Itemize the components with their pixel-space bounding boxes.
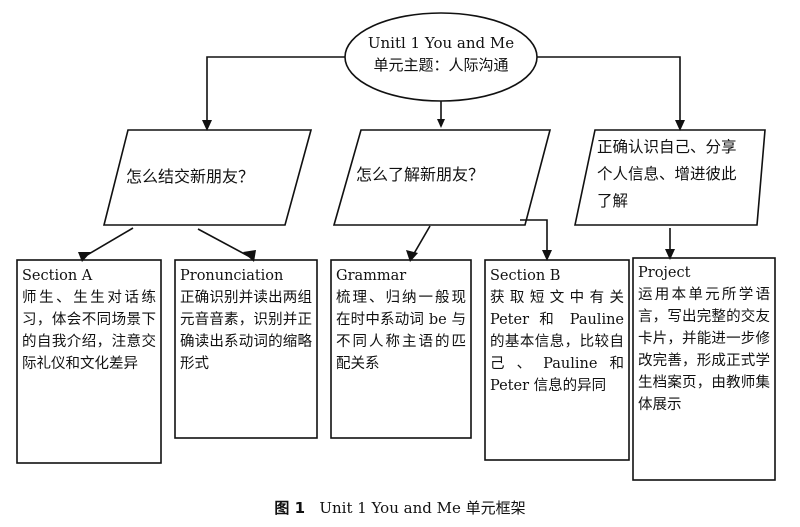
connector-q1-sectionA <box>81 227 134 259</box>
question-shape-1 <box>102 129 313 226</box>
connector-q2-sectionB <box>520 219 548 258</box>
caption-label: 图 1 <box>274 499 306 517</box>
connector-root-right <box>537 56 681 128</box>
connector-q2-grammar <box>411 225 431 258</box>
section-box-pronunciation <box>174 259 318 439</box>
section-b-title: Section B <box>490 268 561 284</box>
root-node: Unitl 1 You and Me 单元主题：人际沟通 <box>345 32 537 76</box>
root-title: Unitl 1 You and Me <box>367 34 515 52</box>
section-box-grammar <box>330 259 472 439</box>
section-pronunciation-body: 正确识别并读出两组元音音素，识别并正确读出系动词的缩略形式 <box>180 290 312 372</box>
section-a: Section A 师生、生生对话练习，体会不同场景下的自我介绍，注意交际礼仪和… <box>22 265 156 375</box>
section-project-body: 运用本单元所学语言，写出完整的交友卡片，并能进一步修改完善，形成正式学生档案页，… <box>638 287 770 413</box>
connector-q1-pronunciation <box>197 228 253 259</box>
arrowhead-sectionA <box>78 252 91 262</box>
question-2: 怎么了解新朋友？ <box>356 165 485 184</box>
question-shape-2 <box>332 129 552 226</box>
arrowhead-left <box>202 120 212 131</box>
section-pronunciation: Pronunciation 正确识别并读出两组元音音素，识别并正确读出系动词的缩… <box>180 265 312 375</box>
section-b: Section B 获取短文中有关 Peter 和 Pauline 的基本信息，… <box>490 265 624 397</box>
section-box-a <box>16 259 162 464</box>
caption-text: Unit 1 You and Me 单元框架 <box>319 499 526 517</box>
arrowhead-grammar <box>406 250 418 262</box>
section-b-body: 获取短文中有关 Peter 和 Pauline 的基本信息，比较自己、Pauli… <box>490 290 624 394</box>
section-grammar-body: 梳理、归纳一般现在时中系动词 be 与不同人称主语的匹配关系 <box>336 290 466 372</box>
arrowhead-project <box>665 249 675 260</box>
connector-root-left <box>206 56 345 128</box>
question-3: 正确认识自己、分享个人信息、增进彼此了解 <box>597 138 737 210</box>
figure-caption: 图 1 Unit 1 You and Me 单元框架 <box>0 497 800 518</box>
section-grammar-title: Grammar <box>336 268 407 284</box>
section-project-title: Project <box>638 265 691 281</box>
question-shape-3 <box>574 129 766 226</box>
arrowhead-pronunciation <box>243 250 256 262</box>
section-project: Project 运用本单元所学语言，写出完整的交友卡片，并能进一步修改完善，形成… <box>638 262 770 416</box>
arrowhead-right <box>675 120 685 131</box>
section-grammar: Grammar 梳理、归纳一般现在时中系动词 be 与不同人称主语的匹配关系 <box>336 265 466 375</box>
arrowhead-sectionB <box>542 250 552 261</box>
section-pronunciation-title: Pronunciation <box>180 268 284 284</box>
section-box-b <box>484 259 630 461</box>
arrowhead-middle <box>437 119 445 128</box>
root-theme: 单元主题：人际沟通 <box>373 56 509 74</box>
section-box-project <box>632 257 776 481</box>
section-a-body: 师生、生生对话练习，体会不同场景下的自我介绍，注意交际礼仪和文化差异 <box>22 290 156 372</box>
question-1: 怎么结交新朋友？ <box>126 167 255 186</box>
section-a-title: Section A <box>22 268 93 284</box>
